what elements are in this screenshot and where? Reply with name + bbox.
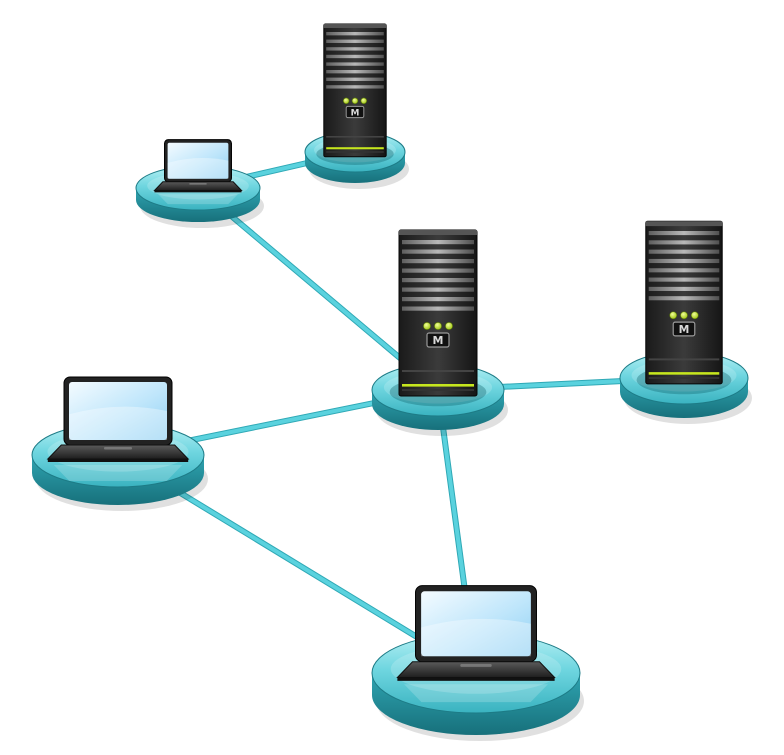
- server-icon: M: [636, 220, 732, 395]
- node-server-top: M: [304, 23, 409, 189]
- laptop-icon: [46, 376, 190, 481]
- server-badge-label: M: [351, 108, 360, 118]
- server-badge-label: M: [433, 334, 444, 347]
- laptop-icon: [153, 139, 243, 205]
- link-laptop-top-left-to-server-center: [196, 186, 440, 392]
- node-laptop-left: [31, 376, 208, 511]
- server-icon: M: [316, 23, 394, 165]
- node-laptop-top-left: [135, 139, 264, 228]
- node-server-right: M: [619, 220, 752, 424]
- server-icon: M: [389, 229, 487, 407]
- laptop-icon: [396, 585, 556, 703]
- network-nodes: M M M: [31, 23, 752, 741]
- server-badge-label: M: [679, 323, 690, 336]
- node-laptop-bottom: [371, 585, 584, 741]
- node-server-center: M: [371, 229, 508, 436]
